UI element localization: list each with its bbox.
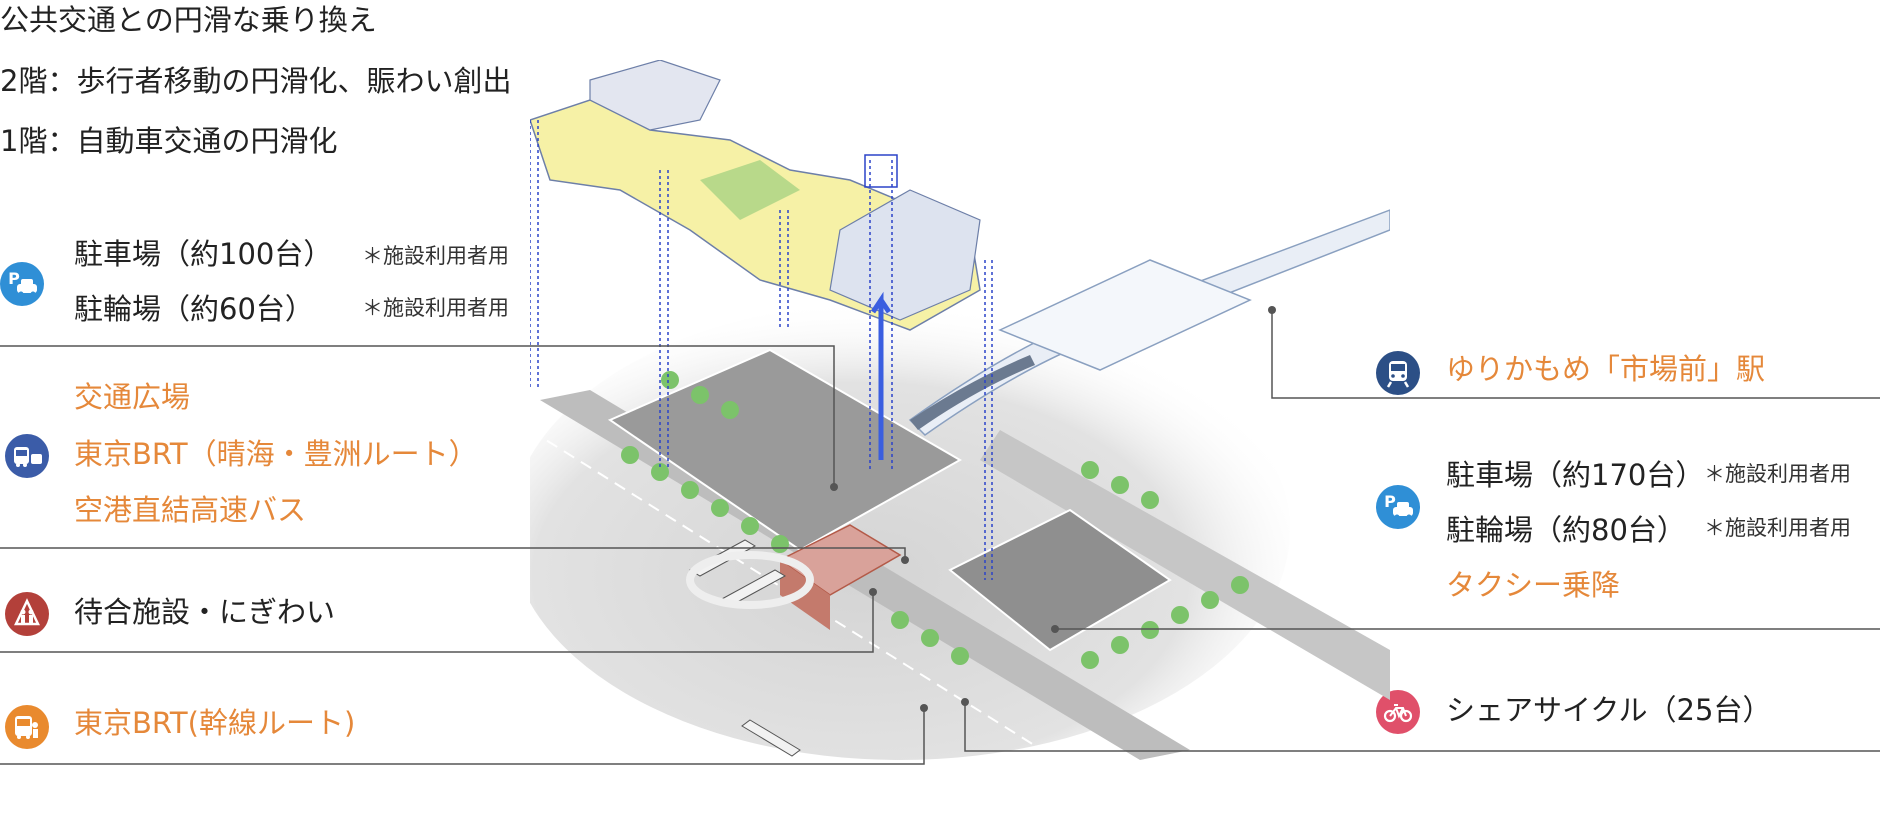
monorail-train [910, 355, 1035, 430]
people-waiting-icon [5, 592, 49, 636]
heading-public-transport: 公共交通との円滑な乗り換え [0, 3, 377, 37]
taxi-label: タクシー乗降 [1446, 568, 1621, 602]
right-car-parking-label: 駐車場（約170台） [1446, 458, 1705, 492]
up-arrow [870, 291, 892, 460]
share-cycle-label: シェアサイクル（25台） [1446, 693, 1772, 727]
elevator-cores [530, 120, 993, 580]
road-right [980, 430, 1390, 700]
right-car-parking-note: ＊施設利用者用 [1704, 462, 1851, 486]
right-bike-parking-note: ＊施設利用者用 [1704, 516, 1851, 540]
bus-icon [5, 434, 49, 478]
elevator-box [864, 154, 898, 188]
upper-deck-building [589, 60, 721, 131]
yurikamome-station-label: ゆりかもめ「市場前」駅 [1446, 352, 1766, 386]
transit-plaza-label: 交通広場 [74, 380, 191, 414]
heading-second-floor: 2階：歩行者移動の円滑化、賑わい創出 [0, 64, 512, 98]
left-car-parking-note: ＊施設利用者用 [362, 244, 509, 268]
heading-first-floor: 1階：自動車交通の円滑化 [0, 124, 338, 158]
parking-car-icon: P [0, 262, 44, 306]
waiting-facility-label: 待合施設・にぎわい [74, 595, 336, 629]
left-bike-parking-note: ＊施設利用者用 [362, 296, 509, 320]
airport-bus-label: 空港直結高速バス [74, 493, 307, 527]
left-bike-parking-label: 駐輪場（約60台） [74, 292, 314, 326]
brt-bus-icon [5, 705, 49, 749]
svg-text:P: P [1384, 492, 1396, 511]
green-plaza [700, 160, 800, 220]
tokyo-brt-harumi-label: 東京BRT（晴海・豊洲ルート） [74, 437, 478, 471]
facility-illustration [530, 60, 1390, 781]
parking-car-icon-right: P [1376, 485, 1420, 529]
left-car-parking-label: 駐車場（約100台） [74, 237, 333, 271]
tokyo-brt-trunk-label: 東京BRT(幹線ルート) [74, 706, 356, 740]
svg-text:P: P [8, 269, 20, 288]
station-structure [998, 259, 1252, 371]
market-building [829, 189, 981, 321]
right-bike-parking-label: 駐輪場（約80台） [1446, 513, 1686, 547]
parking-lot [948, 508, 1172, 652]
